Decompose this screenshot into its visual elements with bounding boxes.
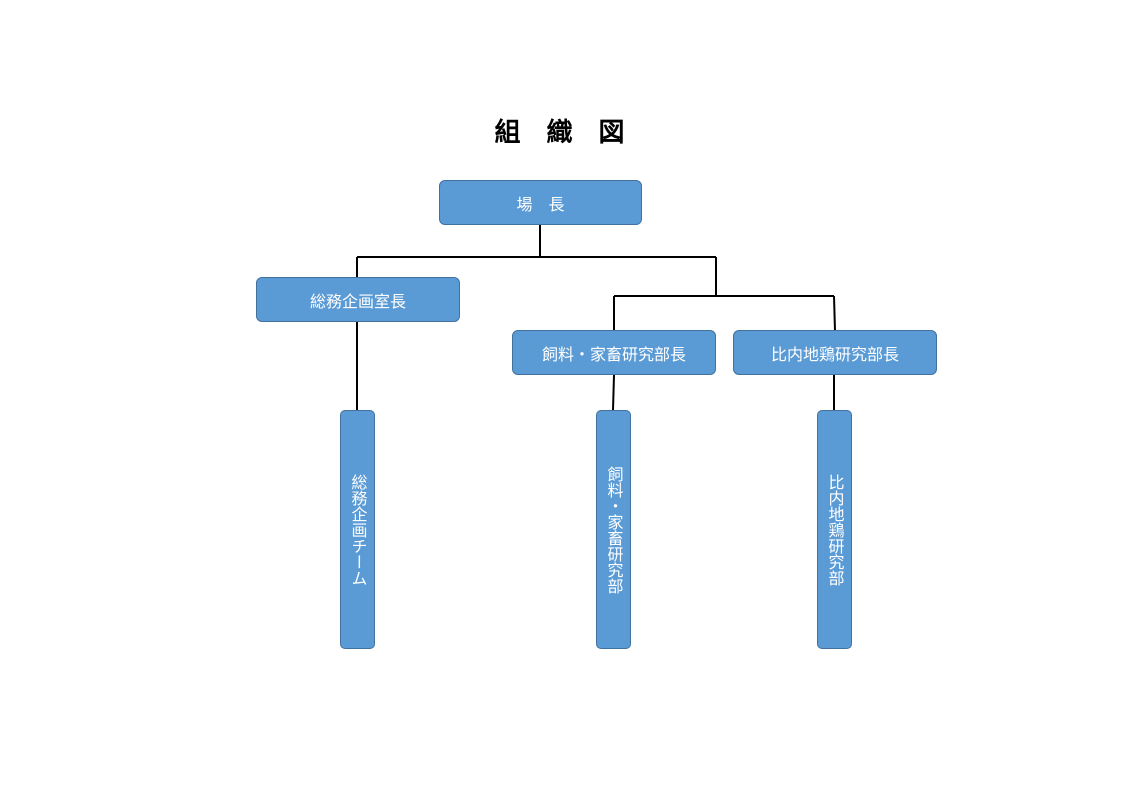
feed-livestock-chief-label: 飼料・家畜研究部長 xyxy=(541,344,686,364)
feed-livestock-chief-box: 飼料・家畜研究部長 xyxy=(512,330,716,375)
page-title: 組 織 図 xyxy=(494,118,625,148)
director-box: 場 長 xyxy=(439,180,642,225)
feed-livestock-dept-box: 飼料・家畜研究部 xyxy=(596,410,631,649)
hinai-chief-label: 比内地鶏研究部長 xyxy=(770,344,899,364)
hinai-chief-box: 比内地鶏研究部長 xyxy=(733,330,937,375)
general-affairs-team-box: 総務企画チーム xyxy=(340,410,375,649)
feed-livestock-dept-label: 飼料・家畜研究部 xyxy=(604,465,624,594)
connector-feed-chief-to-dept xyxy=(612,374,615,411)
general-affairs-chief-box: 総務企画室長 xyxy=(256,277,460,322)
connector-to-hinai-chief xyxy=(833,295,836,332)
hinai-dept-box: 比内地鶏研究部 xyxy=(817,410,852,649)
hinai-dept-label: 比内地鶏研究部 xyxy=(825,473,845,586)
director-label: 場 長 xyxy=(516,194,565,214)
general-affairs-team-label: 総務企画チーム xyxy=(348,473,368,586)
general-affairs-chief-label: 総務企画室長 xyxy=(309,291,406,311)
